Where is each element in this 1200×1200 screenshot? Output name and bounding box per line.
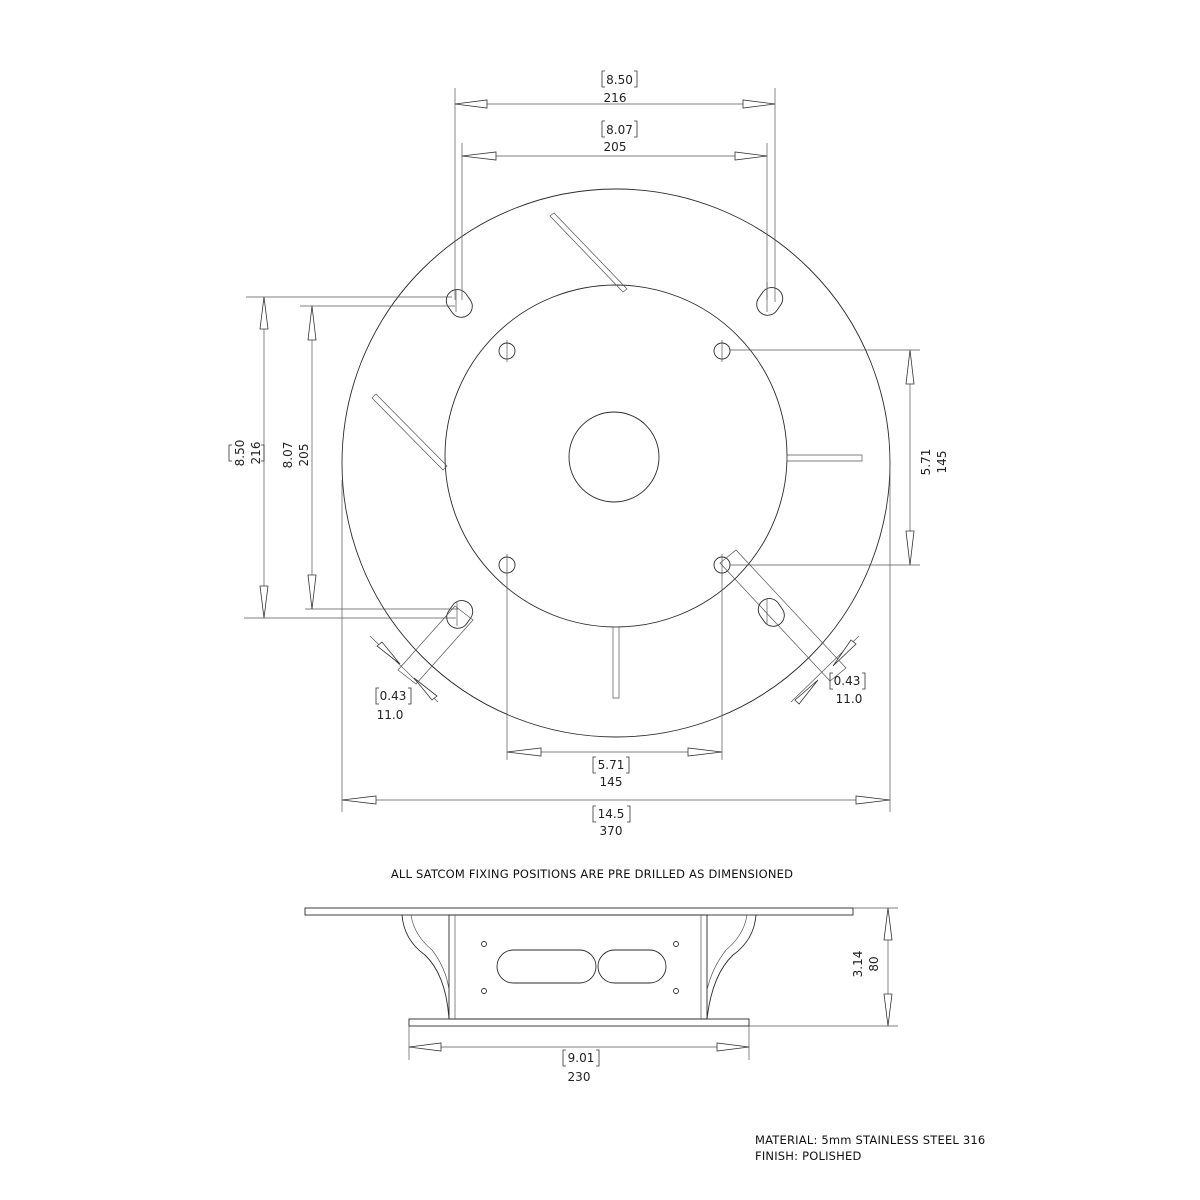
dim-top-inner: 8.07 205 — [601, 120, 638, 154]
dim-bottom-pcd: 5.71 145 — [592, 756, 630, 789]
slot-hole-bottom-left — [446, 600, 474, 629]
finish-note: FINISH: POLISHED — [755, 1149, 862, 1163]
dim-top-outer-imperial: 8.50 — [606, 73, 633, 87]
dim-slot-left-imperial: 0.43 — [380, 689, 407, 703]
inner-fixing-holes — [498, 340, 731, 576]
hole-top-left — [498, 340, 516, 362]
dim-left-inner-metric: 205 — [297, 444, 311, 467]
dim-side-base: 9.01 230 — [562, 1049, 600, 1084]
inner-plate-outline — [444, 284, 788, 628]
slot-width-leader-left — [397, 605, 474, 685]
dim-side-base-metric: 230 — [568, 1070, 591, 1084]
cable-slot-left — [496, 949, 597, 984]
dim-overall-diameter-metric: 370 — [600, 824, 623, 838]
dim-left-outer-imperial: 8.50 — [233, 440, 247, 467]
dim-right-pcd-imperial: 5.71 — [919, 449, 933, 476]
dim-slot-right-metric: 11.0 — [836, 692, 863, 706]
rib-slot-bottom — [612, 626, 620, 699]
dim-top-outer-metric: 216 — [604, 91, 627, 105]
dim-bottom-pcd-metric: 145 — [600, 775, 623, 789]
dim-slot-left: 0.43 11.0 — [375, 687, 412, 722]
arrowheads — [259, 99, 915, 805]
gusset-right — [706, 914, 757, 1020]
cable-slot-right — [597, 949, 667, 984]
fixing-note: ALL SATCOM FIXING POSITIONS ARE PRE DRIL… — [391, 867, 793, 881]
dim-top-outer: 8.50 216 — [601, 70, 638, 105]
dim-top-inner-imperial: 8.07 — [606, 123, 633, 137]
gusset-left — [401, 914, 450, 1020]
side-plate — [448, 914, 708, 1020]
dim-left-inner-imperial: 8.07 — [281, 442, 295, 469]
outer-plate-outline — [341, 188, 891, 738]
top-plate — [304, 907, 854, 916]
extension-lines — [244, 88, 920, 812]
dim-slot-right: 0.43 11.0 — [829, 672, 866, 706]
slot-hole-top-left — [445, 289, 473, 318]
dim-left-inner: 8.07 205 — [281, 442, 311, 469]
dim-slot-left-metric: 11.0 — [377, 708, 404, 722]
dim-left-outer: 8.50 216 — [228, 440, 265, 467]
dim-overall-diameter-imperial: 14.5 — [598, 807, 625, 821]
slot-hole-top-right — [756, 282, 784, 316]
base-plate — [408, 1018, 750, 1027]
dim-side-height-metric: 80 — [867, 956, 881, 971]
side-view: 3.14 80 9.01 230 — [304, 907, 898, 1084]
dim-side-height-imperial: 3.14 — [851, 951, 865, 978]
dim-slot-right-imperial: 0.43 — [834, 674, 861, 688]
rib-slot-left — [371, 393, 448, 471]
rib-slot-right — [786, 454, 863, 462]
rib-slots — [371, 212, 863, 699]
dim-bottom-pcd-imperial: 5.71 — [598, 758, 625, 772]
dim-side-base-imperial: 9.01 — [568, 1051, 595, 1065]
dim-left-outer-metric: 216 — [249, 442, 263, 465]
slot-width-leader-right — [719, 549, 847, 682]
dim-overall-diameter: 14.5 370 — [592, 805, 631, 838]
material-note: MATERIAL: 5mm STAINLESS STEEL 316 — [755, 1133, 985, 1147]
hole-bottom-left — [498, 554, 516, 576]
center-bore — [568, 411, 660, 503]
rib-slot-top — [549, 212, 628, 293]
hole-top-right — [713, 340, 731, 362]
dimension-lines — [263, 103, 911, 801]
dim-top-inner-metric: 205 — [604, 140, 627, 154]
dim-right-pcd: 5.71 145 — [919, 449, 949, 476]
slot-hole-bottom-right — [757, 598, 785, 627]
dim-side-height: 3.14 80 — [851, 951, 881, 978]
dim-right-pcd-metric: 145 — [935, 451, 949, 474]
plan-view: 8.50 216 8.07 205 8.50 216 8.07 205 5.71… — [228, 70, 949, 838]
